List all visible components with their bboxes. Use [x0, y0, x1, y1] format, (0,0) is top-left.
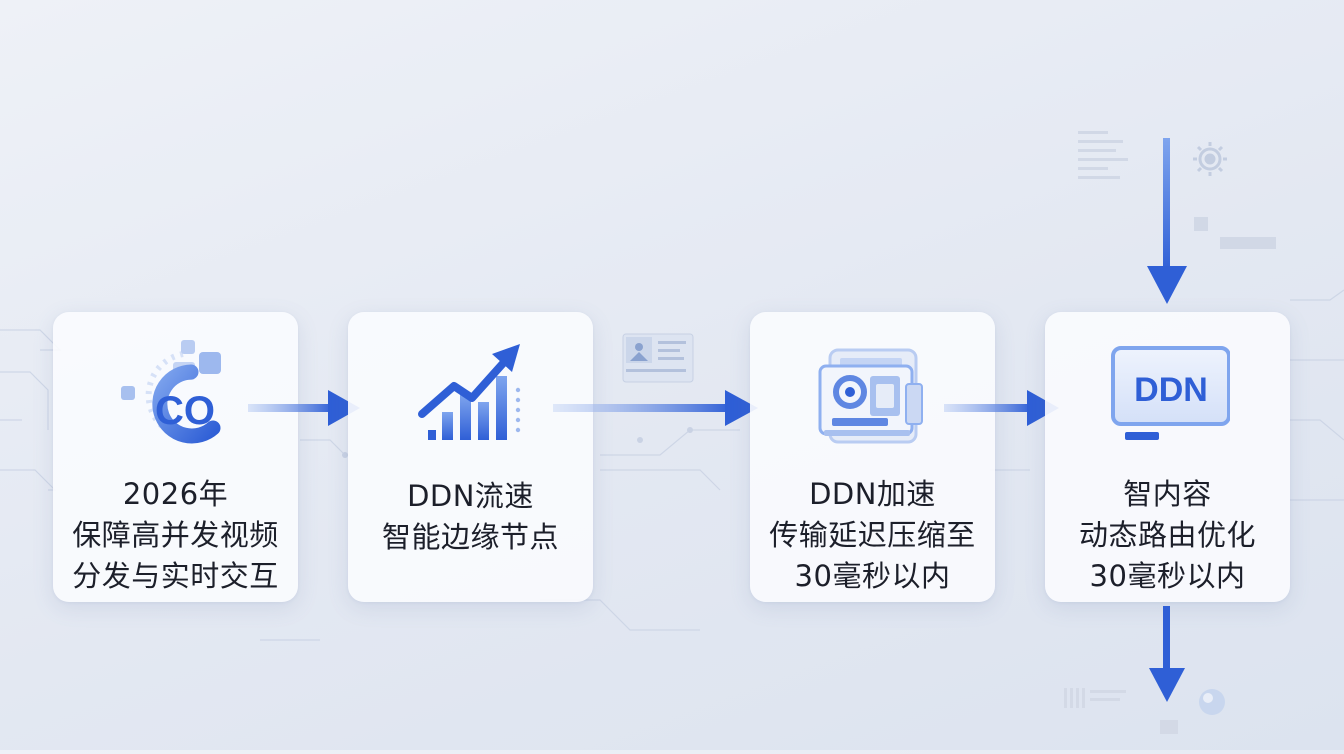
svg-text:CO: CO [155, 389, 215, 433]
step-1-line: 分发与实时交互 [72, 559, 279, 593]
media-transfer-icon [818, 348, 923, 444]
step-1-label: 2026年 保障高并发视频 分发与实时交互 [53, 474, 298, 597]
svg-text:DDN: DDN [1134, 371, 1208, 409]
step-card-3: DDN加速 传输延迟压缩至 30毫秒以内 [750, 312, 995, 602]
step-1-line: 保障高并发视频 [72, 518, 279, 552]
ddn-monitor-icon: DDN [1111, 346, 1230, 440]
step-2-line: 智能边缘节点 [381, 520, 559, 554]
step-card-1: CO 2026年 保障高并发视频 分发与实时交互 [53, 312, 298, 602]
step-3-line: 传输延迟压缩至 [769, 518, 976, 552]
cdn-co-icon: CO [121, 340, 221, 444]
step-3-line: DDN加速 [809, 477, 936, 511]
flow-arrow-2 [553, 390, 758, 426]
deco-panel-icon [622, 333, 694, 383]
flow-arrow-1 [248, 390, 360, 426]
step-4-line: 30毫秒以内 [1089, 559, 1246, 593]
step-1-line: 2026年 [122, 477, 229, 511]
growth-chart-icon [418, 344, 521, 440]
flow-arrow-down-top [1147, 138, 1187, 304]
step-3-label: DDN加速 传输延迟压缩至 30毫秒以内 [750, 474, 995, 597]
step-4-line: 动态路由优化 [1078, 518, 1256, 552]
step-card-2: DDN流速 智能边缘节点 [348, 312, 593, 602]
deco-top-right [1070, 125, 1300, 255]
deco-bottom-right [1060, 680, 1240, 750]
step-4-line: 智内容 [1123, 477, 1212, 511]
flow-arrow-3 [944, 390, 1059, 426]
step-4-label: 智内容 动态路由优化 30毫秒以内 [1045, 474, 1290, 597]
step-3-line: 30毫秒以内 [794, 559, 951, 593]
step-card-4: DDN 智内容 动态路由优化 30毫秒以内 [1045, 312, 1290, 602]
flow-arrow-down-bottom [1149, 606, 1185, 702]
step-2-label: DDN流速 智能边缘节点 [348, 476, 593, 558]
deco-list-gear-icon [1078, 131, 1276, 249]
step-2-line: DDN流速 [407, 479, 534, 513]
